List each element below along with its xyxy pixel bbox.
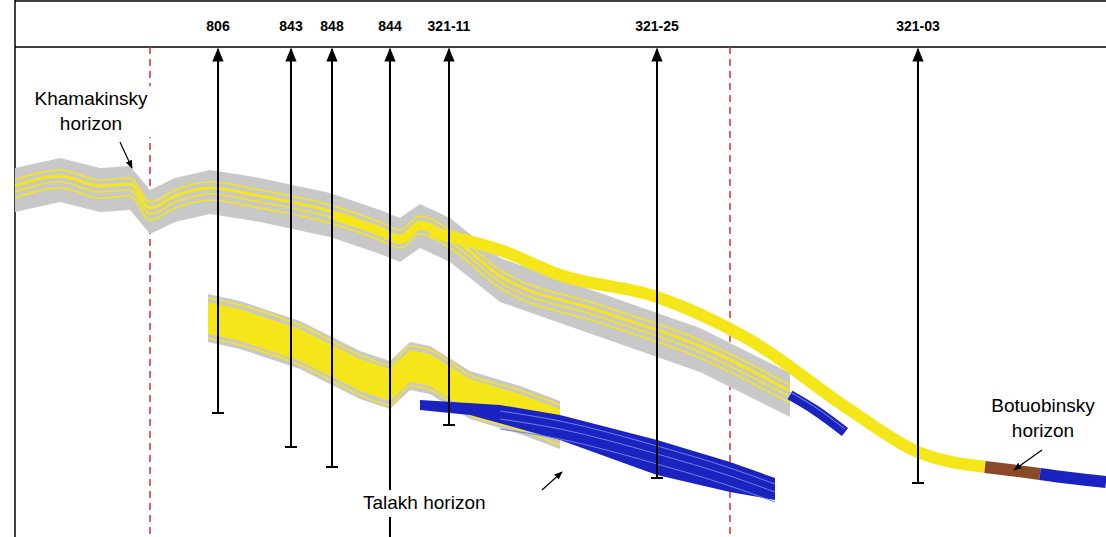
horizon-label: Talakh horizon (360, 490, 489, 517)
well-line (389, 49, 391, 537)
leaders (120, 142, 1042, 490)
frame-line (14, 0, 16, 537)
frame-line (15, 0, 1106, 2)
well-name: 321-11 (428, 18, 471, 34)
layer-stripe (500, 419, 775, 492)
well-line (917, 49, 919, 483)
well-bottom (651, 477, 663, 479)
layer-stripe (208, 338, 560, 445)
header-line (15, 46, 1106, 48)
well-bottom (326, 466, 338, 468)
horizon-bands (15, 158, 1106, 502)
well-bottom (212, 412, 224, 414)
well-name: 843 (279, 18, 302, 34)
well-name: 806 (206, 18, 229, 34)
leader-arrow (120, 142, 132, 168)
leader-arrow (542, 472, 562, 490)
layer-stripe (1040, 474, 1106, 482)
well-line (290, 49, 292, 447)
leader-arrow (1014, 450, 1042, 470)
well-line (656, 49, 658, 478)
well-bottom (912, 482, 924, 484)
well-bottom (443, 424, 455, 426)
well-line (331, 49, 333, 467)
horizon-band (208, 294, 560, 449)
well-name: 848 (320, 18, 343, 34)
horizon-band (420, 400, 775, 500)
well-bottom (285, 446, 297, 448)
well-line (217, 49, 219, 413)
well-name: 321-03 (896, 18, 940, 34)
layer-stripe (500, 429, 775, 502)
frame (15, 0, 1106, 537)
horizon-label: Khamakinsky horizon (18, 86, 164, 137)
layer-stripe (985, 467, 1040, 474)
layer-stripe (500, 411, 775, 484)
horizon-label: Botuobinsky horizon (984, 393, 1102, 444)
well-name: 844 (378, 18, 401, 34)
wells (212, 49, 924, 537)
well-line (448, 49, 450, 425)
well-name: 321-25 (635, 18, 679, 34)
